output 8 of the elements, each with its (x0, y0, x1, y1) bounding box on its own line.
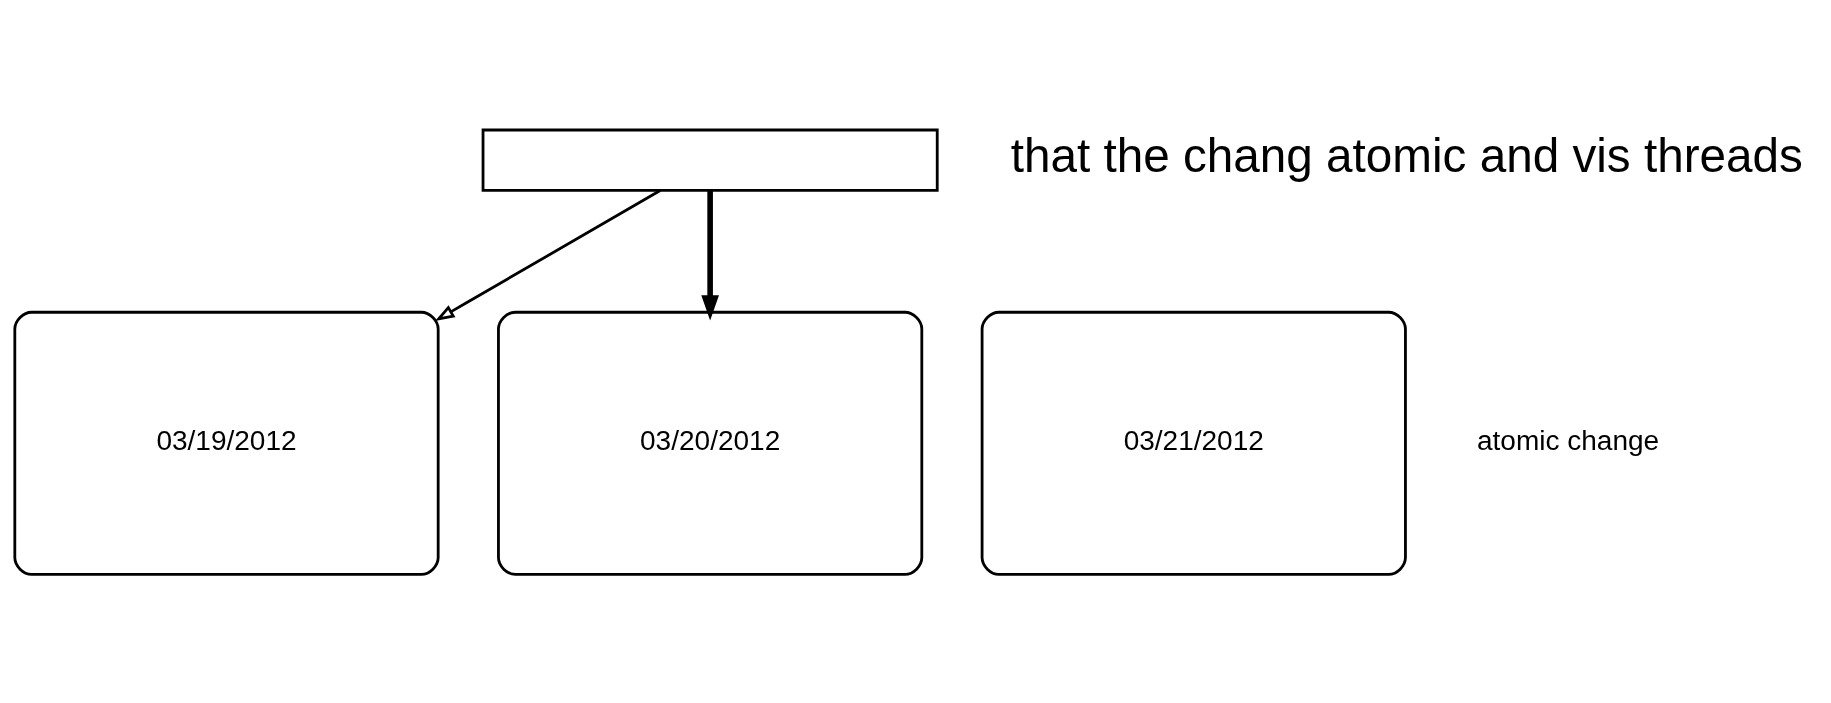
node-box: 03/20/2012 (497, 310, 924, 576)
arrow (701, 190, 719, 321)
node-box: 03/21/2012 (980, 310, 1407, 576)
node-box (481, 128, 939, 192)
node-box: 03/19/2012 (13, 310, 440, 576)
label: atomic change (1476, 425, 1660, 457)
arrow (435, 189, 661, 322)
label: that the chang atomic and vis threads (1010, 129, 1803, 183)
